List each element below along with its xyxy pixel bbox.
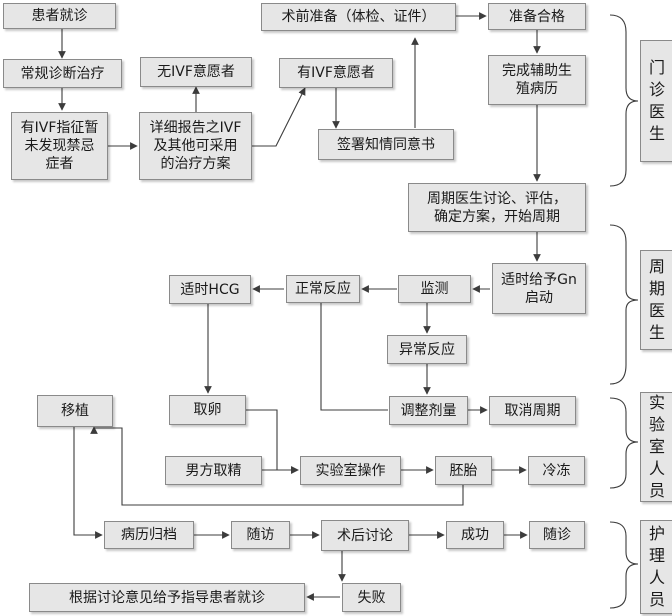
node-lab-operation: 实验室操作: [300, 456, 401, 485]
arrow-embryo-to-transfer: [90, 426, 464, 506]
arrow-report-to-has-ivf: [252, 87, 306, 147]
bracket-clinic-doctor: [609, 14, 639, 187]
node-gn-start: 适时给予Gn 启动: [492, 263, 586, 314]
node-archive-records: 病历归档: [104, 521, 194, 549]
role-nursing-staff: 护 理 人 员: [640, 520, 672, 614]
node-freeze: 冷冻: [528, 456, 585, 485]
node-transfer: 移植: [37, 395, 113, 427]
node-has-ivf-wish: 有IVF意愿者: [279, 58, 393, 88]
node-return-visit: 随诊: [529, 521, 585, 549]
node-patient-visit: 患者就诊: [3, 3, 116, 29]
role-lab-staff: 实 验 室 人 员: [640, 392, 672, 502]
node-failure: 失败: [342, 583, 401, 612]
node-cycle-discussion: 周期医生讨论、评估， 确定方案，开始周期: [408, 183, 586, 232]
node-abnormal-response: 异常反应: [387, 335, 467, 364]
bracket-cycle-doctor: [609, 224, 639, 385]
node-monitoring: 监测: [398, 275, 471, 303]
node-adjust-dose: 调整剂量: [389, 396, 468, 425]
arrow-transfer-to-archive: [73, 427, 103, 539]
node-egg-retrieval: 取卵: [169, 395, 246, 425]
node-prep-qualified: 准备合格: [488, 3, 586, 30]
node-complete-history: 完成辅助生 殖病历: [488, 55, 586, 105]
node-cancel-cycle: 取消周期: [489, 396, 576, 425]
bracket-nursing-staff: [609, 521, 639, 609]
node-routine-diagnosis: 常规诊断治疗: [3, 59, 122, 88]
node-success: 成功: [446, 521, 504, 549]
node-preop-prep: 术前准备（体检、证件）: [261, 3, 456, 31]
bracket-lab-staff: [609, 397, 639, 489]
node-male-sperm: 男方取精: [165, 456, 262, 485]
node-postop-discussion: 术后讨论: [321, 520, 409, 551]
node-timely-hcg: 适时HCG: [169, 275, 251, 304]
role-cycle-doctor: 周 期 医 生: [640, 250, 672, 350]
node-guidance: 根据讨论意见给予指导患者就诊: [29, 583, 305, 612]
role-clinic-doctor: 门 诊 医 生: [640, 40, 672, 162]
arrow-adjust-to-normal: [317, 275, 388, 411]
node-detailed-report: 详细报告之IVF 及其他可采用 的治疗方案: [139, 112, 252, 180]
node-no-ivf-wish: 无IVF意愿者: [140, 57, 252, 87]
node-normal-response: 正常反应: [286, 275, 360, 303]
node-ivf-indication: 有IVF指征暂 未发现禁忌 症者: [11, 112, 108, 180]
node-embryo: 胚胎: [435, 456, 492, 485]
node-sign-consent: 签署知情同意书: [318, 129, 454, 160]
node-follow-up: 随访: [231, 521, 290, 549]
